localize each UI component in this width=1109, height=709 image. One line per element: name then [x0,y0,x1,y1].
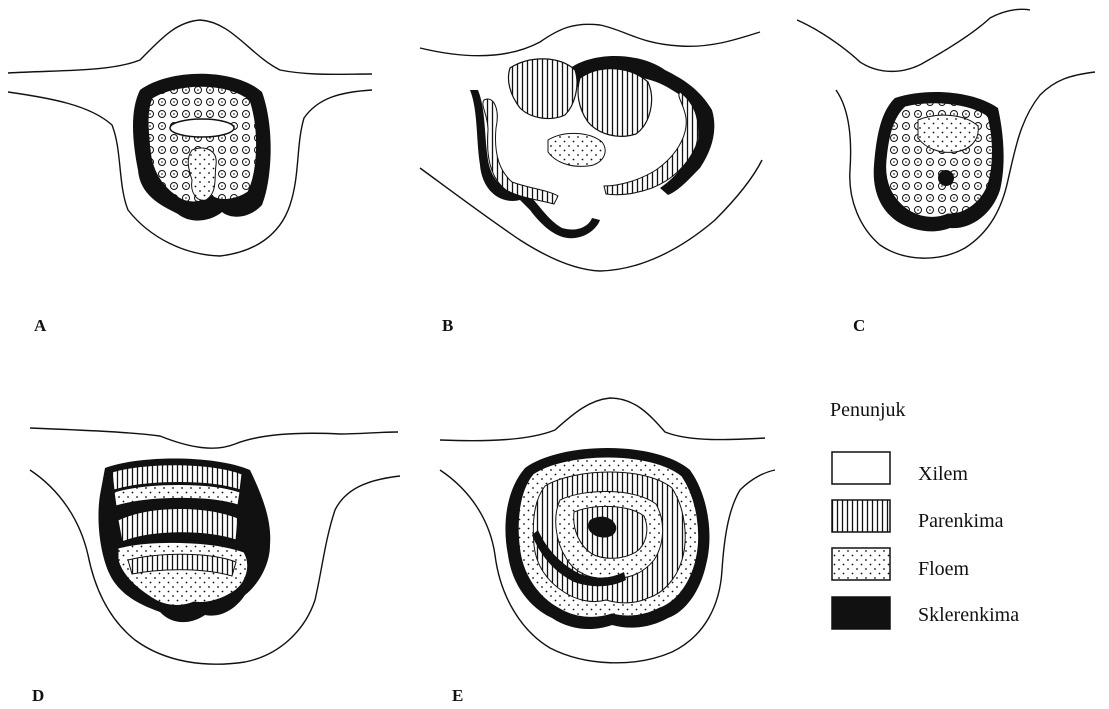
legend-title: Penunjuk [830,399,906,421]
panel-a-label: A [34,316,47,335]
panel-c-phloem [918,115,978,152]
panel-b-parenchyma-right [578,69,652,137]
panel-b-parenchyma-left [508,59,576,119]
panel-c-outline [797,9,1030,71]
panel-d-section [30,428,400,664]
panel-b-section [420,24,762,271]
legend-swatch-parenchyma [832,500,890,532]
panel-a-xylem [170,119,234,137]
legend-swatch-xylem [832,452,890,484]
panel-a-outline [8,20,372,74]
legend-swatch-phloem [832,548,890,580]
legend-swatch-sclerenchyma [832,597,890,629]
legend-label-sclerenchyma: Sklerenkima [918,604,1019,626]
panel-c-label: C [853,316,865,335]
panel-e-label: E [452,686,463,705]
legend: Penunjuk Xilem Parenkima Floem Sklerenki… [830,399,1019,629]
panel-b-outline-lower [420,160,762,271]
panel-b-outline [420,24,760,55]
panel-d-outline [30,428,398,448]
panel-c-section [797,9,1095,258]
panel-e-outline [440,398,765,441]
panel-a-section [8,20,372,256]
panel-b-label: B [442,316,453,335]
legend-label-parenchyma: Parenkima [918,510,1004,532]
panel-d-label: D [32,686,44,705]
legend-label-xylem: Xilem [918,463,968,485]
panel-e-section [440,398,775,663]
panel-b-phloem-center [548,133,605,166]
panel-c-center-sclerenchyma [938,170,954,186]
legend-label-phloem: Floem [918,558,970,580]
